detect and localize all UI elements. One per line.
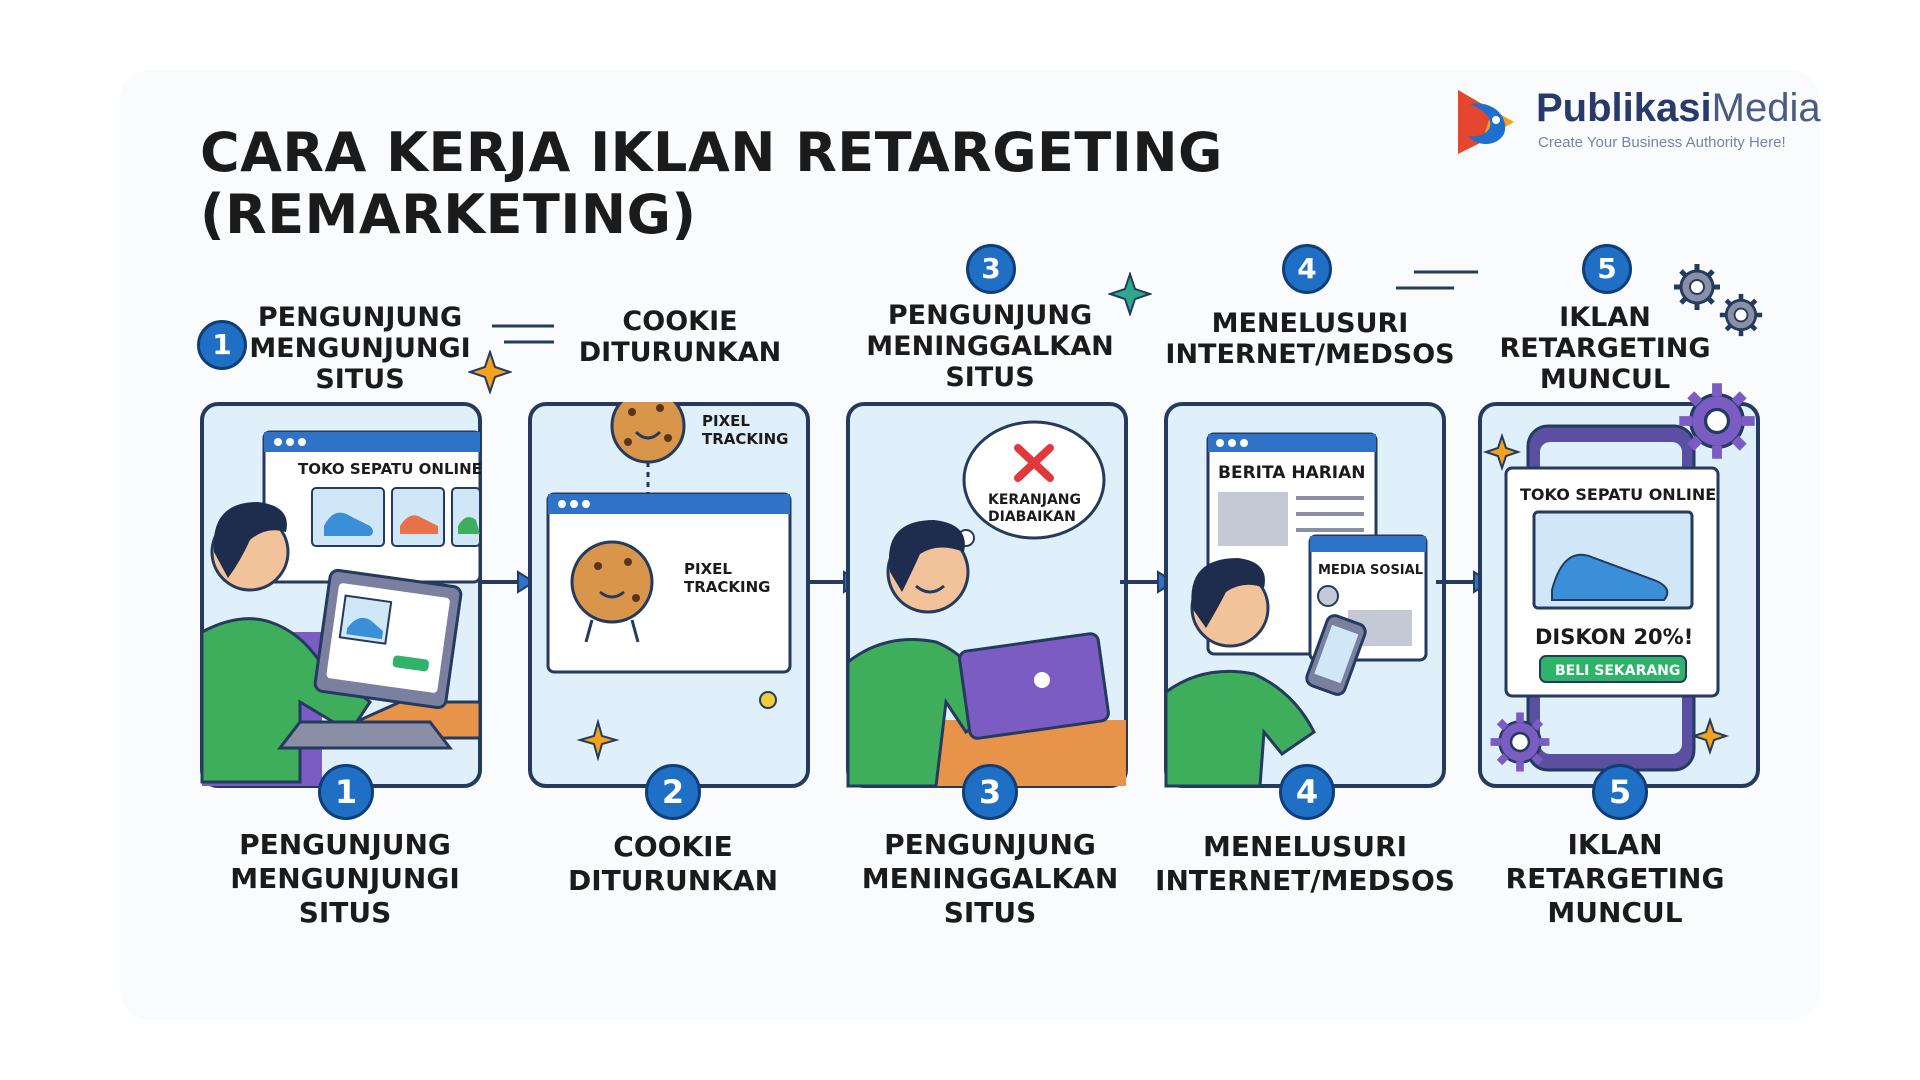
step-2-top-label: COOKIE DITURUNKAN (578, 306, 782, 368)
step-4-bottom-badge: 4 (1279, 764, 1335, 820)
step-2-bottom-label: COOKIE DITURUNKAN (567, 830, 779, 897)
step-1-bottom-label: PENGUNJUNG MENGUNJUNGI SITUS (230, 828, 460, 929)
sparkle-icon (468, 350, 512, 394)
logo-mark-icon (1458, 90, 1514, 154)
step-5-ad-button: BELI SEKARANG (1555, 663, 1680, 679)
gear-icon (1679, 383, 1755, 459)
step-5-bottom-badge: 5 (1592, 764, 1648, 820)
logo-name: PublikasiMedia (1536, 86, 1821, 130)
logo-tagline: Create Your Business Authority Here! (1538, 134, 1786, 151)
step-5-top-badge: 5 (1582, 244, 1632, 294)
arrow-1-icon (480, 570, 536, 594)
page-title: CARA KERJA IKLAN RETARGETING (REMARKETIN… (200, 121, 1223, 246)
sparkle-icon (1108, 272, 1152, 316)
step-4-bottom-label: MENELUSURI INTERNET/MEDSOS (1155, 830, 1455, 897)
speed-lines-icon (1396, 270, 1478, 290)
step-5-top-label: IKLAN RETARGETING MUNCUL (1499, 302, 1711, 395)
gear-icon (1674, 264, 1720, 310)
step-3-top-badge: 3 (966, 244, 1016, 294)
step-1-panel: TOKO SEPATU ONLINE (200, 402, 482, 788)
step-3-top-label: PENGUNJUNG MENINGGALKAN SITUS (866, 300, 1114, 393)
step-5-panel: TOKO SEPATU ONLINE DISKON 20%! BELI SEKA… (1478, 402, 1760, 788)
brand-logo: PublikasiMedia Create Your Business Auth… (1452, 82, 1821, 162)
gear-icon (1490, 712, 1550, 772)
step-5-ad-title: TOKO SEPATU ONLINE (1520, 485, 1716, 504)
step-4-top-badge: 4 (1282, 244, 1332, 294)
step-4-panel: BERITA HARIAN MEDIA SOSIAL (1164, 402, 1446, 788)
step-1-site-title: TOKO SEPATU ONLINE (298, 460, 482, 478)
step-3-bottom-badge: 3 (962, 764, 1018, 820)
step-1-top-badge: 1 (197, 320, 247, 370)
step-4-social-title: MEDIA SOSIAL (1318, 563, 1423, 578)
gear-icon (1719, 293, 1763, 337)
step-1-top-label: PENGUNJUNG MENGUNJUNGI SITUS (249, 302, 471, 395)
step-4-news-title: BERITA HARIAN (1218, 463, 1366, 483)
step-2-bottom-badge: 2 (645, 764, 701, 820)
step-4-top-label: MENELUSURI INTERNET/MEDSOS (1165, 308, 1455, 370)
step-1-bottom-badge: 1 (318, 764, 374, 820)
step-5-ad-discount: DISKON 20%! (1535, 625, 1693, 649)
speed-lines-icon (492, 324, 554, 344)
step-3-bottom-label: PENGUNJUNG MENINGGALKAN SITUS (861, 828, 1119, 929)
step-5-bottom-label: IKLAN RETARGETING MUNCUL (1505, 828, 1725, 929)
